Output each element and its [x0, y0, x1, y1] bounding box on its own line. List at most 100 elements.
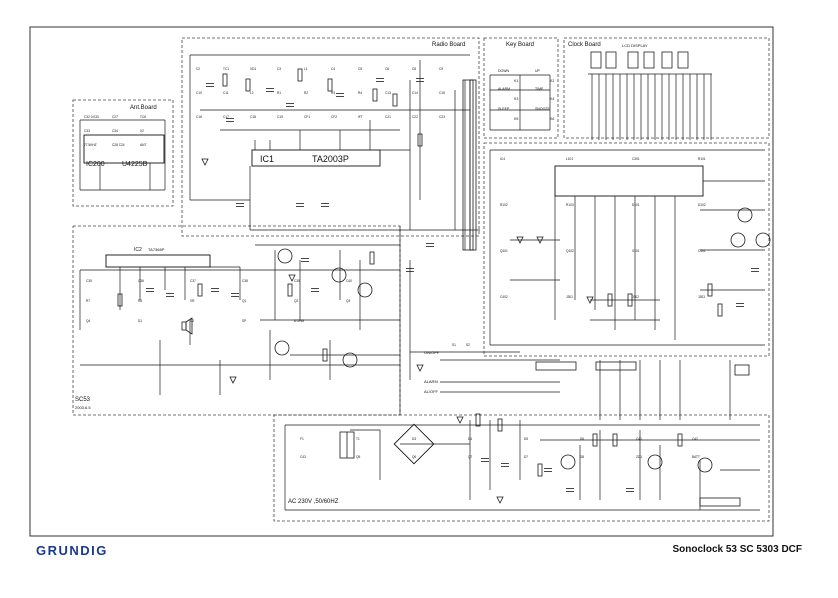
on-off-label: ON/OFF — [424, 350, 440, 355]
component-label: C3 — [277, 67, 281, 71]
component-label: TC1 — [223, 67, 229, 71]
key-label: K4 — [550, 97, 554, 101]
component-label: Q1 — [242, 299, 246, 303]
ic200-body — [83, 134, 165, 164]
power-section-outline — [273, 414, 770, 522]
key-board-label: Key Board — [506, 42, 534, 48]
component-label: C34 — [112, 129, 118, 133]
key-board-outline — [483, 37, 559, 139]
component-label: 8 OHM — [294, 319, 304, 323]
component-label: R7 — [86, 299, 90, 303]
component-label: L2 — [250, 91, 254, 95]
component-label: C17 — [223, 115, 229, 119]
component-label: Q5 — [356, 455, 360, 459]
component-label: Q101 — [500, 249, 508, 253]
component-label: D4 — [468, 437, 472, 441]
component-label: C301 — [632, 157, 640, 161]
component-label: D101 — [632, 203, 640, 207]
component-label: C38 — [242, 279, 248, 283]
key-label: TIME — [535, 87, 544, 91]
component-label: ANT — [140, 143, 146, 147]
component-label: VD1 — [250, 67, 256, 71]
component-label: R8 — [138, 299, 142, 303]
component-label: J301 — [566, 295, 573, 299]
alarm-label: ALARM — [424, 379, 438, 384]
component-label: ZD1 — [636, 455, 642, 459]
ic2-label: IC2 — [134, 247, 142, 253]
component-label: J303 — [698, 295, 705, 299]
key-label: K1 — [514, 79, 518, 83]
ic1-body — [251, 149, 381, 167]
component-label: R103 — [566, 203, 574, 207]
key-label: K5 — [514, 117, 518, 121]
ant-board-label: Ant.Board — [130, 105, 157, 111]
component-label: C28 C24 — [112, 143, 125, 147]
component-label: C40 — [346, 279, 352, 283]
outer-frame — [29, 26, 774, 537]
key-label: SNOOZE — [535, 107, 550, 111]
component-label: R102 — [500, 203, 508, 207]
clock-board-outline — [563, 37, 770, 139]
component-label: C4 — [331, 67, 335, 71]
component-label: IC4 — [500, 157, 505, 161]
component-label: C19 — [277, 115, 283, 119]
component-label: C33 — [84, 129, 90, 133]
component-label: L101 — [566, 157, 573, 161]
key-label: SLEEP — [498, 107, 510, 111]
key-label: K3 — [514, 97, 518, 101]
radio-board-outline — [181, 37, 480, 237]
ic4-body — [554, 165, 704, 197]
component-label: D6 — [580, 437, 584, 441]
ic200-label: IC200 — [86, 161, 105, 168]
component-label: C15 — [439, 91, 445, 95]
component-label: IFT — [358, 115, 363, 119]
component-label: Q102 — [566, 249, 574, 253]
component-label: C6 — [385, 67, 389, 71]
lcd-display — [588, 51, 712, 75]
component-label: D5 — [524, 437, 528, 441]
component-label: C402 — [500, 295, 508, 299]
component-label: C32 0.033 — [84, 115, 99, 119]
component-label: C27 — [112, 115, 118, 119]
bridge-rectifier — [393, 423, 435, 465]
component-label: D7 — [524, 455, 528, 459]
ta2003p-label: TA2003P — [312, 154, 349, 164]
component-label: C42 — [692, 437, 698, 441]
component-label: Q4 — [86, 319, 90, 323]
ic1-label: IC1 — [260, 154, 274, 164]
clock-board-lower-outline — [483, 142, 770, 357]
key-label: ALARM — [498, 87, 510, 91]
component-label: Q7 — [468, 455, 472, 459]
component-label: C18 — [250, 115, 256, 119]
component-label: TC6 — [140, 115, 146, 119]
u4225b-label: U4225B — [122, 161, 148, 168]
ta7368p-label: TA7368P — [148, 247, 165, 252]
component-label: J302 — [632, 295, 639, 299]
component-label: C37 — [190, 279, 196, 283]
sc53-label: SC53 — [75, 397, 91, 403]
component-label: CF1 — [304, 115, 310, 119]
component-label: SP — [242, 319, 246, 323]
sc53-date-label: 2003.6.5 — [75, 405, 91, 410]
component-label: D102 — [698, 203, 706, 207]
component-label: C21 — [385, 115, 391, 119]
component-label: C14 — [412, 91, 418, 95]
sc53-outline — [72, 225, 401, 416]
component-label: L1 — [304, 67, 308, 71]
lcd-display-label: LCD DISPLAY — [622, 43, 648, 48]
component-label: S2 — [466, 343, 470, 347]
component-label: R1 — [277, 91, 281, 95]
component-label: C401 — [698, 249, 706, 253]
component-label: R4 — [358, 91, 362, 95]
component-label: C5 — [358, 67, 362, 71]
component-label: S1 — [452, 343, 456, 347]
component-label: VR — [190, 299, 195, 303]
component-label: C35 — [86, 279, 92, 283]
component-label: R3 — [331, 91, 335, 95]
component-label: C23 — [439, 115, 445, 119]
key-label: K2 — [550, 79, 554, 83]
component-label: C22 — [412, 115, 418, 119]
component-label: Q3 — [346, 299, 350, 303]
